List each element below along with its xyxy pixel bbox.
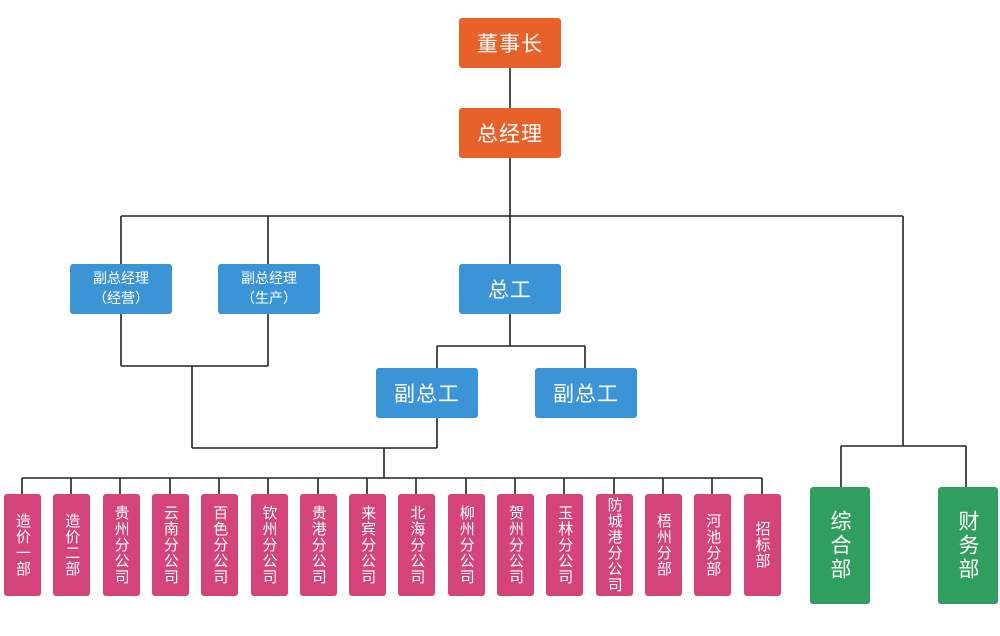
branch-node: 贵州分公司: [102, 494, 140, 596]
branch-node: 梧州分部: [644, 494, 682, 596]
vp-production-subtitle: （生产）: [241, 291, 297, 307]
branch-node: 防城港分公司: [595, 494, 633, 596]
vp-business-subtitle: （经营）: [93, 291, 149, 307]
branch-node: 百色分公司: [201, 494, 239, 596]
chairman-node: 董事长: [459, 18, 561, 68]
branch-node: 造价二部: [53, 494, 91, 596]
branch-node: 贺州分公司: [497, 494, 534, 596]
branch-node: 钦州分公司: [250, 494, 288, 596]
branch-node: 柳州分公司: [447, 494, 485, 596]
branch-node: 玉林分公司: [546, 494, 584, 596]
branch-node: 云南分公司: [151, 494, 189, 596]
chief-engineer-node: 总工: [459, 264, 561, 314]
branch-node: 招标部: [743, 494, 781, 596]
branch-node: 北海分公司: [398, 494, 436, 596]
vp-business-title: 副总经理: [93, 271, 149, 287]
branch-node: 造价一部: [4, 494, 41, 596]
branch-drops: [21, 478, 763, 494]
branch-node: 来宾分公司: [349, 494, 387, 596]
branch-node: 贵港分公司: [299, 494, 337, 596]
vp-production-node: 副总经理 （生产）: [218, 264, 320, 314]
deputy-chief-engineer-node-1: 副总工: [376, 368, 478, 418]
deputy-chief-engineer-node-2: 副总工: [535, 368, 637, 418]
vp-business-node: 副总经理 （经营）: [70, 264, 172, 314]
vp-production-title: 副总经理: [241, 271, 297, 287]
branch-node: 河池分部: [694, 494, 732, 596]
general-dept-node: 综合部: [810, 487, 870, 604]
finance-dept-node: 财务部: [938, 487, 998, 604]
general-manager-node: 总经理: [459, 108, 561, 158]
